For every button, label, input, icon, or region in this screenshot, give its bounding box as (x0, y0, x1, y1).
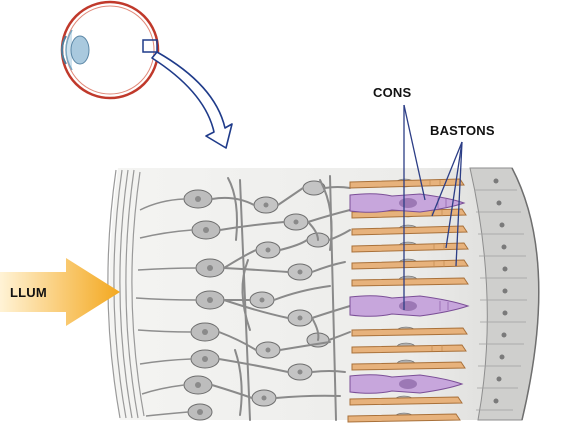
rods (347, 178, 469, 423)
rods-label: BASTONS (430, 123, 495, 138)
zoom-arrow-icon (151, 51, 233, 149)
rods-pointer-lines (431, 141, 463, 267)
eye-icon (60, 0, 160, 100)
light-arrow-icon (0, 258, 120, 326)
retina-tissue (107, 167, 540, 423)
cones-label: CONS (373, 85, 412, 100)
light-label: LLUM (10, 285, 47, 300)
cones-pointer-lines (403, 104, 426, 310)
